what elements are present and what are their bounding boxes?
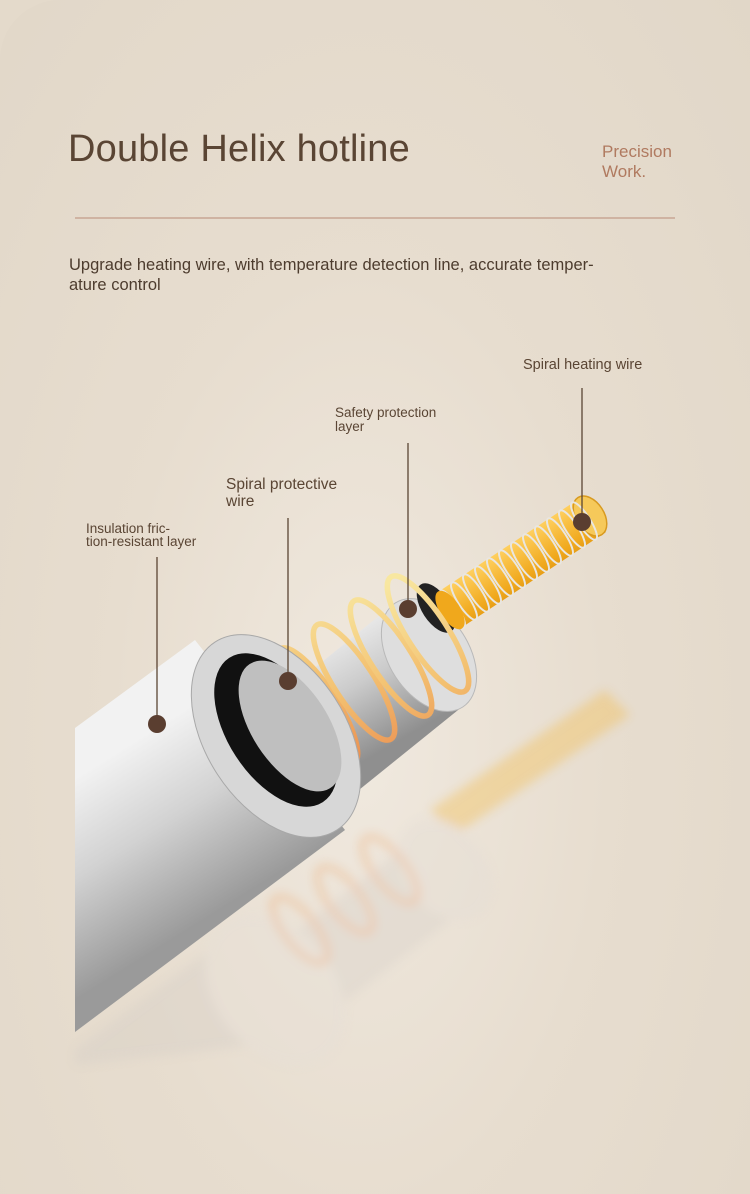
label-safety-line-1: Safety protection [335,405,437,420]
label-safety-line-2: layer [335,419,365,434]
label-spiral-protective-wire: Spiral protective wire [226,476,366,510]
description-line-1: Upgrade heating wire, with temperature d… [69,256,594,274]
marker-safety-layer [399,600,417,618]
page-title: Double Helix hotline [68,128,410,170]
label-safety-protection-layer: Safety protection layer [335,406,465,434]
markers [148,513,591,733]
marker-insulation-layer [148,715,166,733]
label-insulation-line-1: Insulation fric- [86,521,171,536]
label-spiral-line-1: Spiral protective [226,476,338,493]
label-spiral-line-2: wire [226,493,255,510]
leader-lines [156,388,583,722]
label-insulation-line-2: tion-resistant layer [86,534,197,549]
tagline-line-2: Work. [602,162,647,181]
heating-wire-coils [438,501,598,629]
insulation-layer [75,634,362,1032]
tagline-line-1: Precision [602,142,672,161]
description: Upgrade heating wire, with temperature d… [69,255,629,295]
cable-reflection [75,690,630,1066]
header-divider [75,217,675,219]
label-insulation-layer: Insulation fric- tion-resistant layer [86,521,226,549]
description-line-2: ature control [69,276,161,294]
marker-heating-wire [573,513,591,531]
tagline: Precision Work. [602,142,712,182]
label-spiral-heating-wire: Spiral heating wire [523,357,643,373]
marker-spiral-wire [279,672,297,690]
